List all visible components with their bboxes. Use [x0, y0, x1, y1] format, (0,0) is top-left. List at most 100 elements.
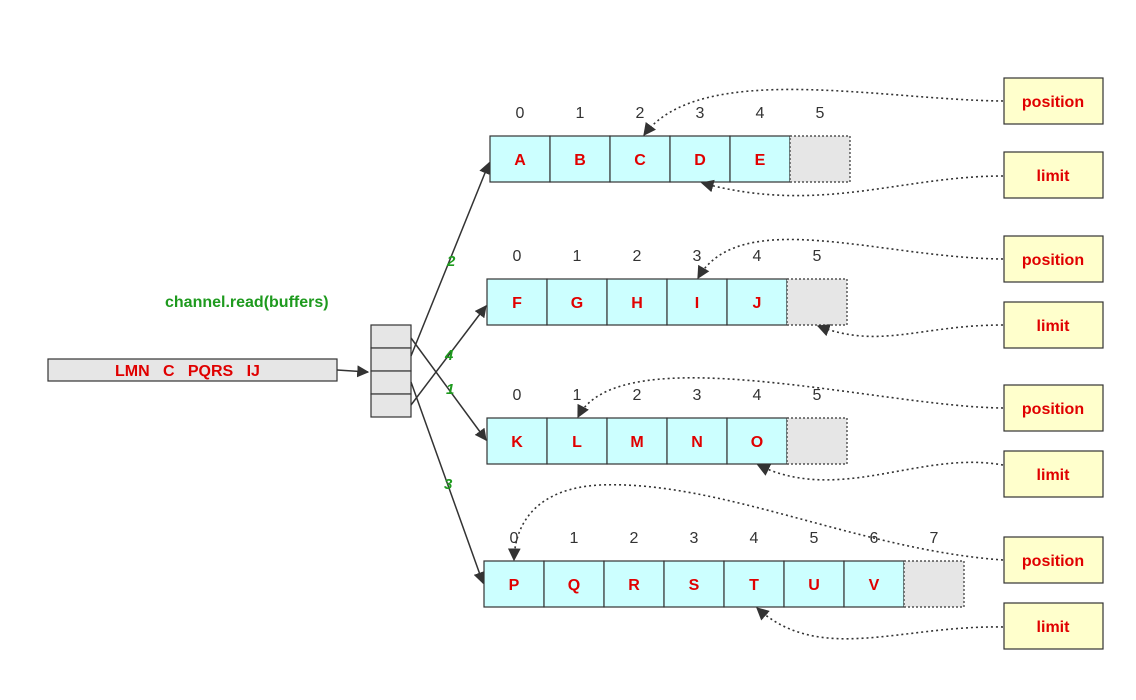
cell-index: 4	[756, 105, 765, 122]
source-channel-text: LMN C PQRS IJ	[115, 363, 260, 380]
cell-index: 0	[513, 387, 522, 404]
limit-label: limit	[1037, 318, 1071, 335]
limit-tag-3	[1003, 450, 1104, 498]
cell-index: 2	[630, 530, 639, 547]
limit-pointer-arrow-4	[756, 607, 1004, 640]
pointer-arrows	[507, 88, 1004, 640]
buffer-2: 0 1 2 3 4 5 F G H I J	[486, 248, 848, 326]
cell-index: 1	[576, 105, 585, 122]
step-number-buffer-4: 3	[444, 476, 453, 493]
cell-letter: A	[514, 152, 526, 169]
position-tag-1	[1003, 77, 1104, 125]
cell-letter: Q	[568, 577, 580, 594]
limit-pointer-arrow-2	[816, 324, 1004, 338]
buffer-cell	[669, 135, 731, 183]
limit-label: limit	[1037, 168, 1071, 185]
buffer-4: 0 1 2 3 4 5 6 7 P Q R S T U V	[483, 530, 965, 608]
step-number-buffer-3: 1	[446, 381, 454, 398]
cell-index: 5	[813, 387, 822, 404]
cell-index: 4	[750, 530, 759, 547]
position-tag-4	[1003, 536, 1104, 584]
cell-letter: F	[512, 295, 522, 312]
arrow-to-buffer-1	[410, 161, 491, 357]
cell-index: 5	[813, 248, 822, 265]
cell-letter: U	[808, 577, 820, 594]
cell-letter: C	[634, 152, 646, 169]
limit-tag-2	[1003, 301, 1104, 349]
cell-letter: K	[511, 434, 523, 451]
buffer-cell	[663, 560, 725, 608]
array-slot	[370, 347, 412, 372]
buffer-cell	[666, 278, 728, 326]
cell-index: 3	[696, 105, 705, 122]
limit-label: limit	[1037, 467, 1071, 484]
cell-letter: N	[691, 434, 703, 451]
cell-letter: M	[630, 434, 643, 451]
step-number-buffer-1: 2	[446, 253, 456, 270]
buffer-cell	[843, 560, 905, 608]
cell-letter: L	[572, 434, 582, 451]
cell-index: 5	[816, 105, 825, 122]
buffer-cell-empty	[786, 278, 848, 326]
cell-letter: V	[869, 577, 880, 594]
cell-letter: E	[755, 152, 766, 169]
buffer-cell	[729, 135, 791, 183]
limit-tag-1	[1003, 151, 1104, 199]
position-tag-2	[1003, 235, 1104, 283]
array-slot	[370, 324, 412, 349]
cell-letter: G	[571, 295, 583, 312]
cell-letter: B	[574, 152, 586, 169]
array-slot	[370, 370, 412, 395]
cell-letter: J	[753, 295, 762, 312]
cell-letter: S	[689, 577, 700, 594]
limit-pointer-arrow-1	[700, 175, 1004, 197]
cell-letter: I	[695, 295, 699, 312]
position-pointer-arrow-4	[507, 483, 1004, 562]
cell-index: 7	[930, 530, 939, 547]
arrow-to-buffer-3	[410, 337, 487, 441]
cell-index: 4	[753, 248, 762, 265]
cell-index: 5	[810, 530, 819, 547]
cell-index: 2	[633, 387, 642, 404]
cell-letter: O	[751, 434, 763, 451]
limit-pointer-arrow-3	[756, 461, 1004, 481]
cell-index: 1	[570, 530, 579, 547]
position-label: position	[1022, 401, 1084, 418]
buffer-3: 0 1 2 3 4 5 K L M N O	[486, 387, 848, 465]
position-label: position	[1022, 553, 1084, 570]
buffer-cell	[666, 417, 728, 465]
buffer-cell	[486, 417, 548, 465]
cell-index: 4	[753, 387, 762, 404]
buffer-cell	[609, 135, 671, 183]
array-slot	[370, 393, 412, 418]
cell-index: 2	[636, 105, 645, 122]
limit-label: limit	[1037, 619, 1071, 636]
buffers-array	[370, 324, 412, 418]
cell-index: 0	[510, 530, 519, 547]
cell-index: 0	[513, 248, 522, 265]
buffer-cell	[603, 560, 665, 608]
pointer-tags: position limit position limit position l…	[1003, 77, 1104, 650]
cell-index: 1	[573, 387, 582, 404]
buffer-cell	[486, 278, 548, 326]
diagram-title: channel.read(buffers)	[165, 294, 329, 311]
arrow-to-buffer-4	[410, 381, 486, 585]
position-pointer-arrow-2	[697, 238, 1004, 280]
cell-index: 3	[690, 530, 699, 547]
cell-index: 2	[633, 248, 642, 265]
position-label: position	[1022, 94, 1084, 111]
buffer-cell	[549, 135, 611, 183]
cell-letter: P	[509, 577, 520, 594]
cell-letter: T	[749, 577, 759, 594]
buffer-cell	[783, 560, 845, 608]
limit-tag-4	[1003, 602, 1104, 650]
cell-index: 1	[573, 248, 582, 265]
cell-index: 0	[516, 105, 525, 122]
buffer-cell	[606, 417, 668, 465]
buffer-cell	[489, 135, 551, 183]
buffer-cell-empty	[789, 135, 851, 183]
source-to-array-arrow	[336, 365, 370, 378]
cell-index: 3	[693, 248, 702, 265]
position-pointer-arrow-3	[577, 377, 1004, 419]
